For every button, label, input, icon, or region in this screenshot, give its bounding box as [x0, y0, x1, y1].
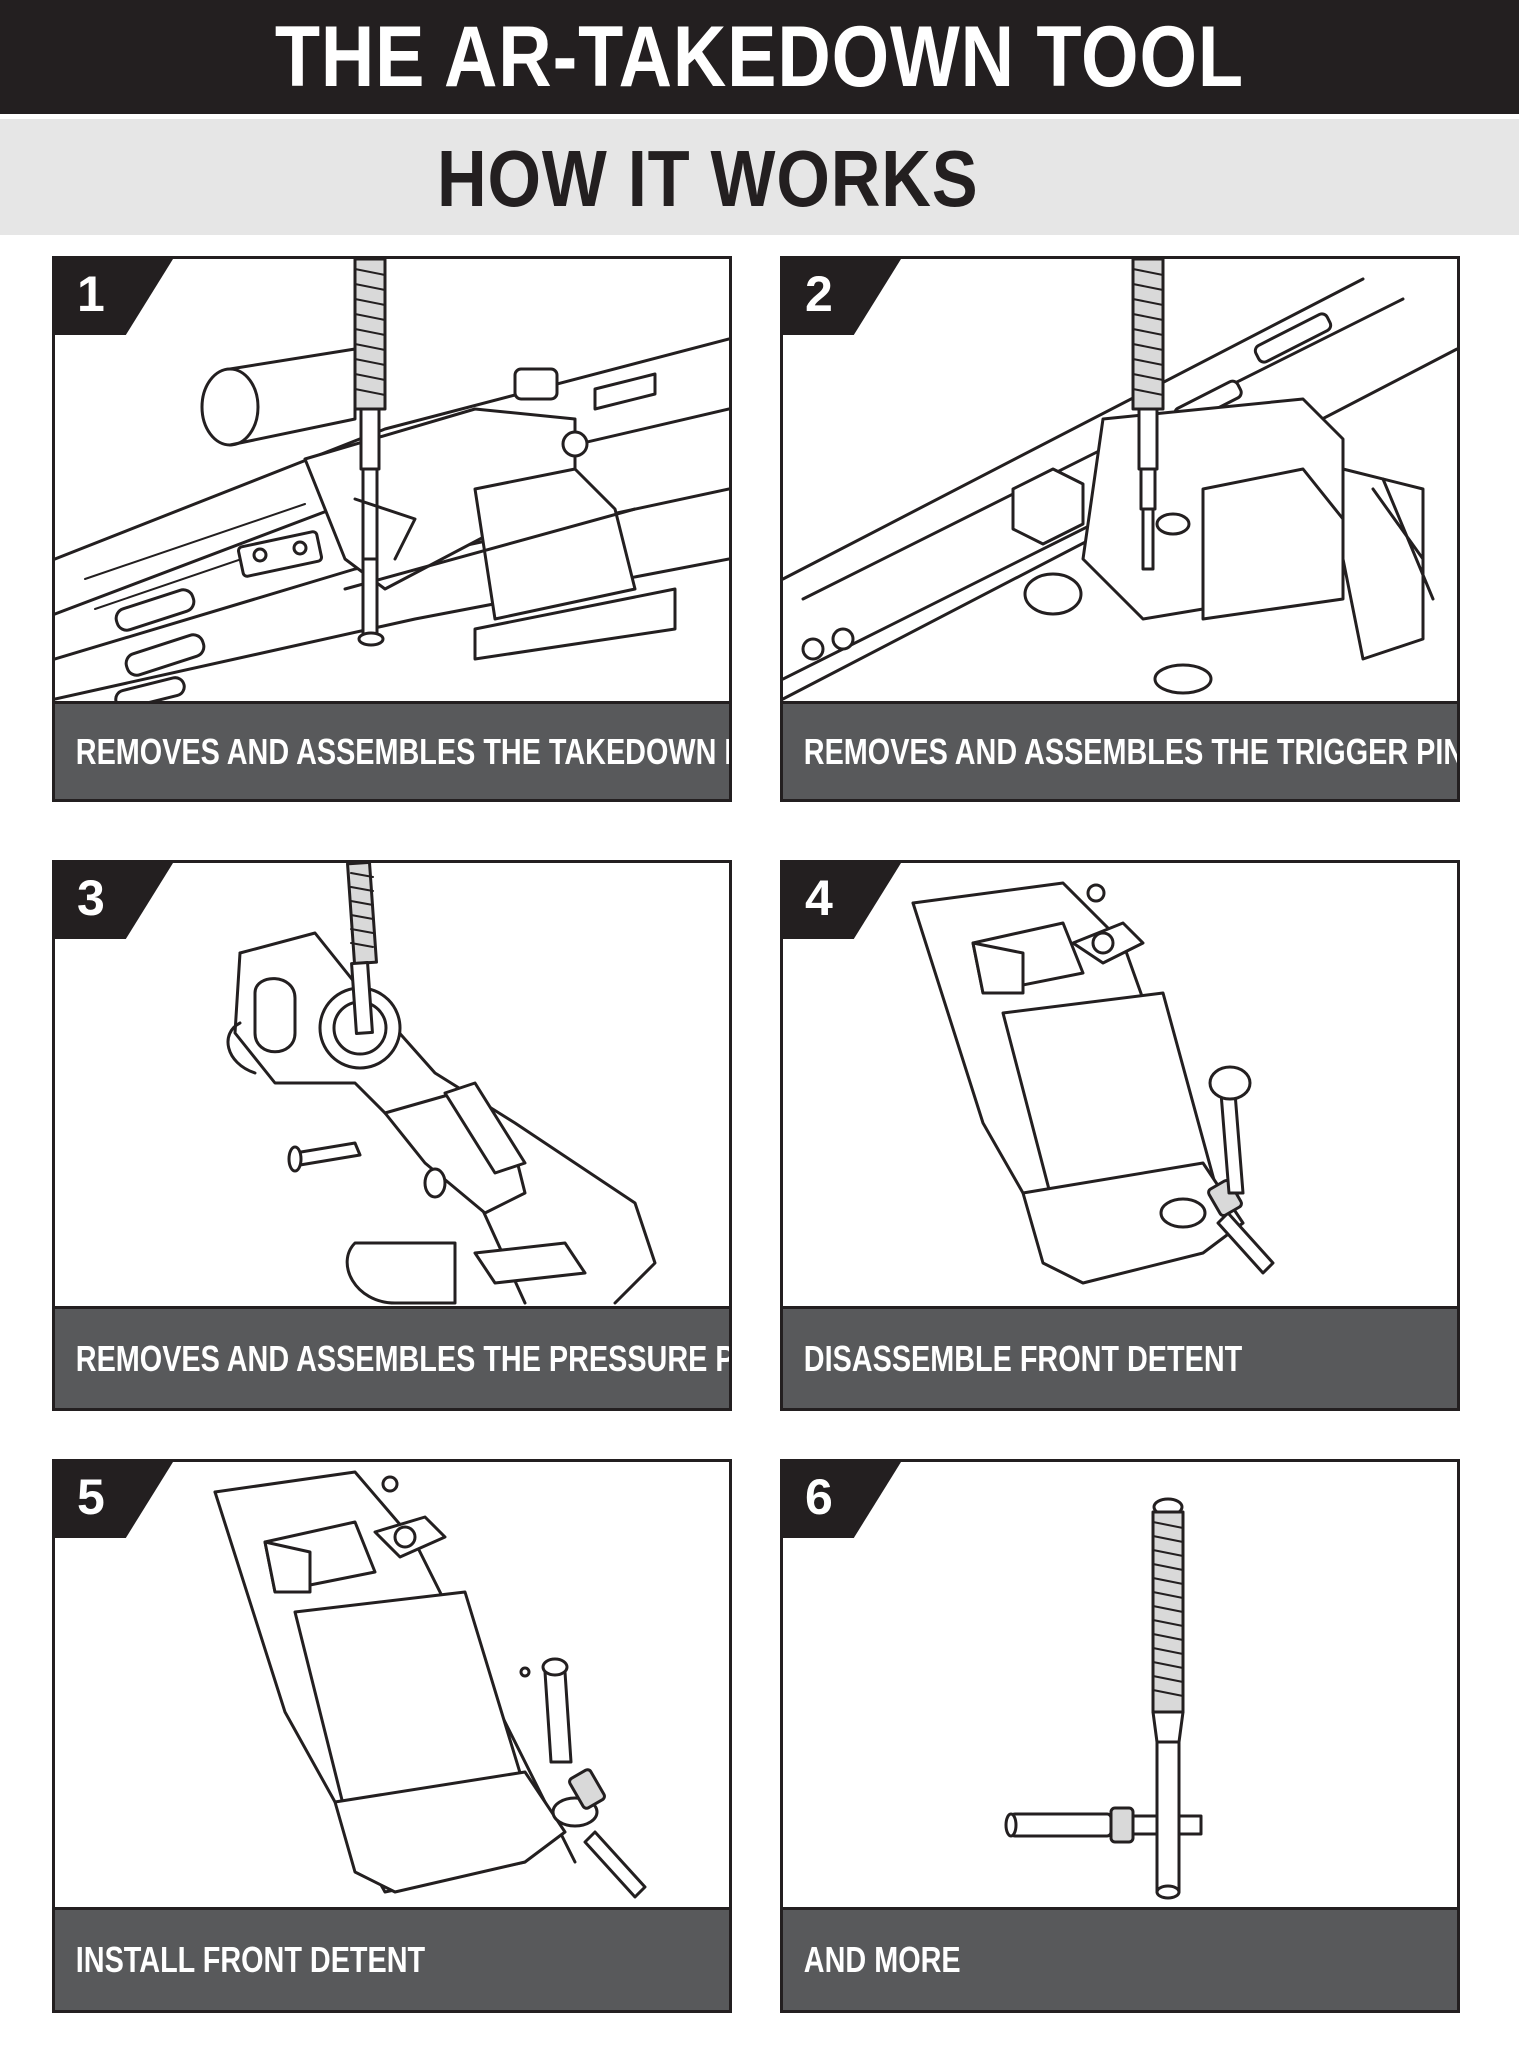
step-panel-1: 1	[52, 256, 732, 802]
step-panel-5: 5 INSTALL FRONT DETENT	[52, 1459, 732, 2013]
step-caption: DISASSEMBLE FRONT DETENT	[783, 1306, 1457, 1408]
illustration-ar-takedown-tool	[783, 1462, 1457, 1910]
step-caption: INSTALL FRONT DETENT	[55, 1907, 729, 2010]
page-subtitle: HOW IT WORKS	[437, 134, 979, 223]
illustration-trigger-pins	[783, 259, 1457, 704]
illustration-takedown-pins	[55, 259, 729, 704]
step-caption: REMOVES AND ASSEMBLES THE PRESSURE PINS	[55, 1306, 729, 1408]
step-panel-2: 2 REMOVES AND ASSEMBLES THE TRIGGER PINS	[780, 256, 1460, 802]
title-bar: THE AR-TAKEDOWN TOOL	[0, 0, 1519, 114]
illustration-pressure-pins	[55, 863, 729, 1309]
step-panel-3: 3 REMOVES AND ASSEMBLES THE PRESSURE PIN…	[52, 860, 732, 1411]
step-panel-4: 4 DISASSEMBLE FRONT DETENT	[780, 860, 1460, 1411]
step-caption: REMOVES AND ASSEMBLES THE TAKEDOWN PINS	[55, 701, 729, 799]
step-caption: AND MORE	[783, 1907, 1457, 2010]
page-title: THE AR-TAKEDOWN TOOL	[274, 8, 1245, 105]
illustration-install-front-detent	[55, 1462, 729, 1910]
illustration-disassemble-front-detent	[783, 863, 1457, 1309]
step-caption: REMOVES AND ASSEMBLES THE TRIGGER PINS	[783, 701, 1457, 799]
step-panel-6: 6 AND MORE	[780, 1459, 1460, 2013]
subtitle-bar: HOW IT WORKS	[0, 119, 1519, 235]
